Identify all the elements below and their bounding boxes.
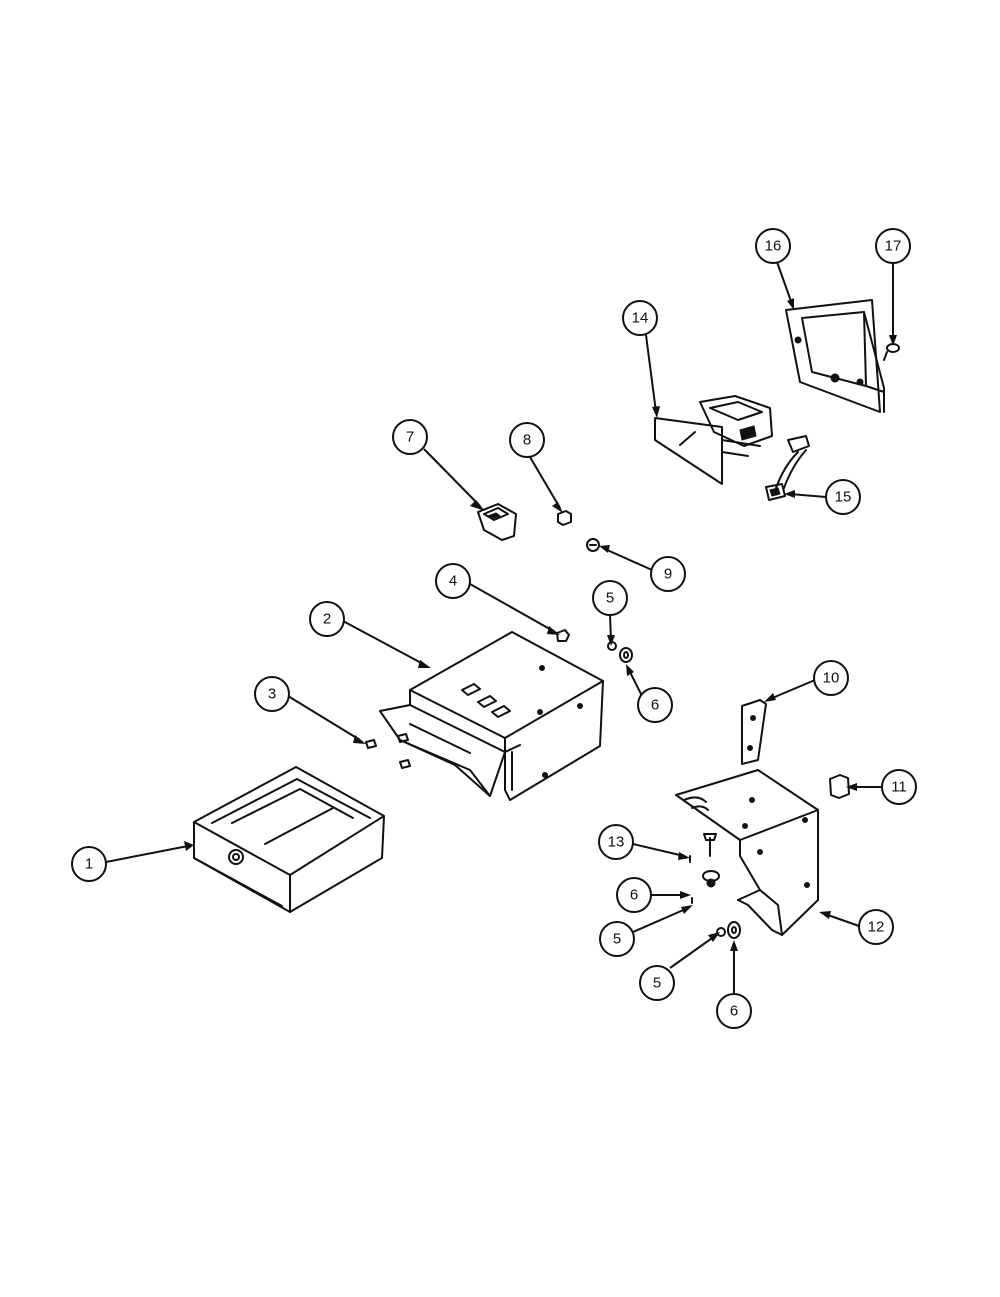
leader-lines (105, 261, 897, 994)
part-screw-9 (586, 538, 600, 552)
part-mounting-bracket-12 (675, 769, 819, 936)
part-drawer-tray (193, 766, 385, 913)
part-knob-11 (829, 774, 850, 799)
callout-label: 3 (268, 686, 276, 703)
callout-label: 13 (608, 834, 625, 851)
callout-7: 7 (392, 419, 428, 455)
part-control-assembly-14 (654, 395, 773, 485)
part-screw-17 (883, 343, 900, 361)
callout-label: 12 (868, 919, 885, 936)
callout-label: 1 (85, 856, 93, 873)
part-fastener-stack (689, 833, 741, 939)
part-clip-8 (557, 510, 572, 526)
callout-label: 17 (885, 238, 902, 255)
callout-label: 11 (891, 779, 907, 796)
callout-label: 6 (630, 887, 638, 904)
callout-5: 5 (592, 580, 628, 616)
callout-10: 10 (813, 660, 849, 696)
part-housing (379, 631, 604, 801)
part-plug-4 (556, 629, 570, 642)
callout-9: 9 (650, 556, 686, 592)
callout-label: 9 (664, 566, 672, 583)
callout-17: 17 (875, 228, 911, 264)
callout-3: 3 (254, 676, 290, 712)
callout-6-lower: 6 (716, 993, 752, 1029)
callout-label: 2 (323, 611, 331, 628)
callout-4: 4 (435, 563, 471, 599)
callout-12: 12 (858, 909, 894, 945)
callout-label: 14 (632, 310, 649, 327)
callout-6-mid: 6 (616, 877, 652, 913)
part-back-panel-16 (785, 299, 885, 413)
callout-16: 16 (755, 228, 791, 264)
callout-8: 8 (509, 422, 545, 458)
callout-13: 13 (598, 824, 634, 860)
callout-1: 1 (71, 846, 107, 882)
callout-14: 14 (622, 300, 658, 336)
callout-label: 5 (653, 975, 661, 992)
callout-label: 10 (823, 670, 840, 687)
callout-2: 2 (309, 601, 345, 637)
callout-6: 6 (637, 687, 673, 723)
callout-label: 15 (835, 489, 852, 506)
part-switch-7 (477, 503, 517, 541)
part-screws-3 (365, 733, 411, 769)
callout-label: 5 (606, 590, 614, 607)
callout-label: 4 (449, 573, 457, 590)
callout-label: 7 (406, 429, 414, 446)
callout-label: 8 (523, 432, 531, 449)
part-nut-washer-upper (607, 641, 633, 663)
callout-label: 5 (613, 931, 621, 948)
callout-15: 15 (825, 479, 861, 515)
part-bracket-10 (741, 699, 767, 765)
callout-label: 6 (730, 1003, 738, 1020)
callout-5-lower: 5 (639, 965, 675, 1001)
part-wire-harness-15 (765, 435, 810, 501)
callout-label: 6 (651, 697, 659, 714)
callout-label: 16 (765, 238, 782, 255)
callout-5-mid: 5 (599, 921, 635, 957)
callout-11: 11 (881, 769, 917, 805)
